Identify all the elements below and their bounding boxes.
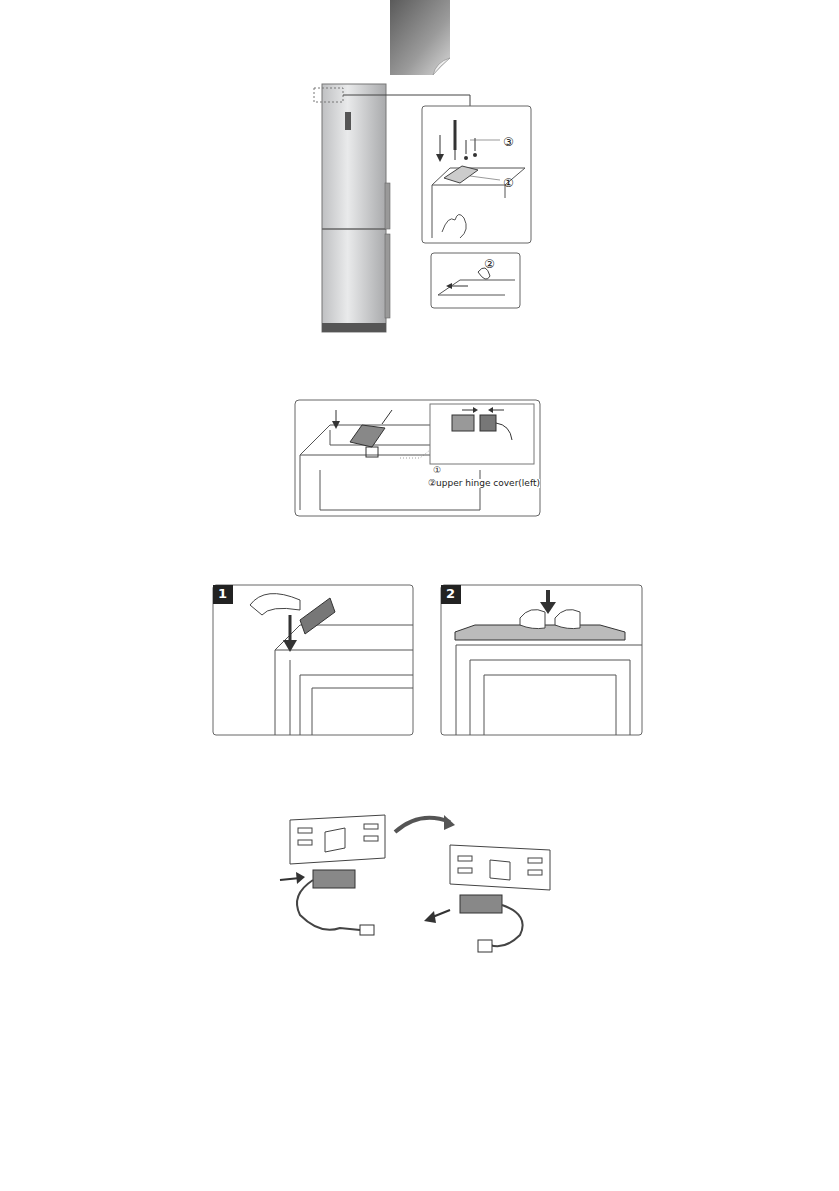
callout-number: ③ <box>503 136 514 148</box>
callout-number: ② <box>484 258 495 270</box>
step-number: 1 <box>218 587 227 600</box>
part-name: ②upper hinge cover(left) <box>428 479 540 488</box>
callout-number: ① <box>433 466 441 475</box>
callout-number: ① <box>503 177 514 189</box>
step-number: 2 <box>446 587 455 600</box>
